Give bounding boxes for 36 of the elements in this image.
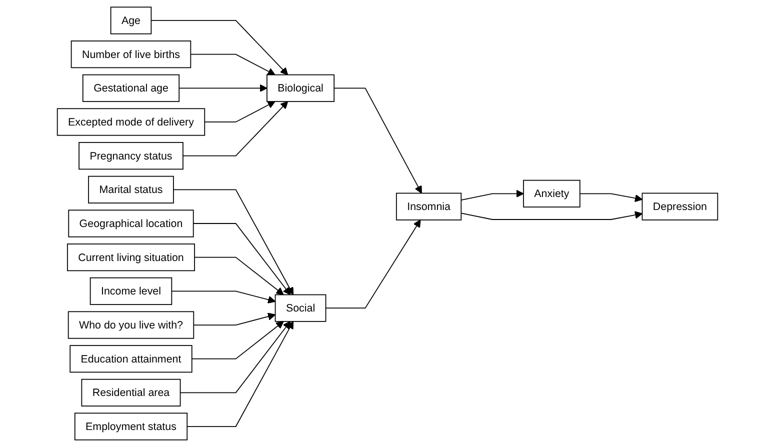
node-box: Current living situation [67, 244, 195, 272]
node-box: Gestational age [82, 74, 180, 102]
node-box: Excepted mode of delivery [56, 108, 206, 136]
node-box: Income level [90, 277, 172, 305]
node-box: Insomnia [396, 192, 462, 220]
node-box: Geographical location [68, 210, 194, 238]
arrow [191, 321, 284, 360]
arrow [192, 223, 291, 296]
arrow [186, 321, 294, 427]
arrow [180, 321, 291, 394]
node-box: Social [274, 294, 326, 322]
arrow [190, 54, 276, 76]
node-box: Biological [266, 74, 335, 102]
arrow [173, 189, 294, 296]
arrow [325, 220, 421, 309]
node-box: Age [110, 6, 152, 34]
arrow [193, 312, 276, 326]
arrow [171, 290, 276, 304]
arrow [178, 84, 268, 92]
arrow [182, 101, 288, 156]
arrow [460, 190, 524, 200]
node-box: Pregnancy status [78, 142, 184, 170]
arrow [150, 20, 288, 76]
node-box: Marital status [88, 176, 174, 204]
arrow [579, 193, 643, 202]
arrow [194, 256, 284, 296]
node-box: Depression [642, 192, 718, 220]
node-box: Education attainment [70, 345, 192, 373]
arrow [204, 101, 276, 122]
arrow [460, 211, 643, 220]
arrow [334, 88, 422, 194]
node-box: Employment status [74, 412, 188, 440]
node-box: Who do you live with? [68, 311, 194, 339]
node-box: Residential area [81, 378, 181, 406]
node-box: Number of live births [70, 40, 192, 68]
node-box: Anxiety [523, 180, 580, 208]
